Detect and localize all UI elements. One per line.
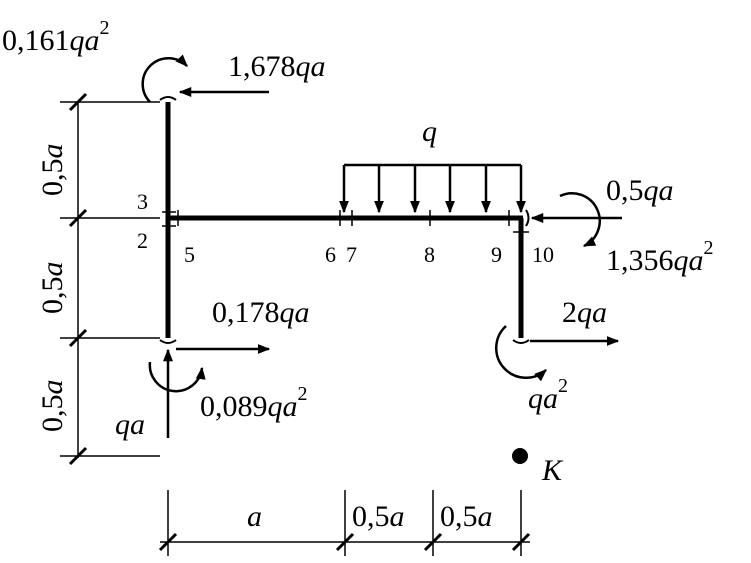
moment-bottom-arrow xyxy=(148,361,206,393)
moment-right-label: 1,356qa2 xyxy=(606,237,714,277)
section-numbers: 3 2 5 6 7 8 9 10 xyxy=(137,189,554,267)
point-k-marker xyxy=(512,448,528,464)
section-5: 5 xyxy=(184,242,195,267)
section-6: 6 xyxy=(325,242,336,267)
section-8: 8 xyxy=(424,242,435,267)
dim-vertical-3: 0,5a xyxy=(36,380,69,433)
moment-right-bottom-arrow xyxy=(495,325,547,382)
section-2: 2 xyxy=(137,228,148,253)
dim-horizontal-1: a xyxy=(247,500,262,533)
force-right-label: 0,5qa xyxy=(606,174,674,207)
right-bottom-cut-end xyxy=(512,339,530,344)
horizontal-dimension xyxy=(158,490,531,556)
top-cut-end xyxy=(159,96,177,101)
moment-top-label: 0,161qa2 xyxy=(2,17,110,57)
force-right-bottom-label: 2qa xyxy=(562,296,607,329)
section-ticks xyxy=(162,210,529,233)
dist-load-label: q xyxy=(422,115,437,148)
force-bottom-h-label: 0,178qa xyxy=(212,296,310,329)
section-7: 7 xyxy=(346,242,357,267)
bottom-cut-end xyxy=(159,339,177,344)
force-top-label: 1,678qa xyxy=(228,50,326,83)
dim-horizontal-2: 0,5a xyxy=(352,500,405,533)
section-10: 10 xyxy=(532,242,554,267)
moment-right-bottom-label: qa2 xyxy=(528,375,568,415)
dim-horizontal-3: 0,5a xyxy=(440,500,493,533)
section-9: 9 xyxy=(491,242,502,267)
dim-vertical-2: 0,5a xyxy=(36,262,69,315)
point-k-label: K xyxy=(541,454,564,487)
frame-structure xyxy=(159,96,530,344)
right-cut-end xyxy=(525,209,530,227)
moment-bottom-label: 0,089qa2 xyxy=(200,383,308,423)
force-bottom-v-label: qa xyxy=(115,408,145,441)
moment-right-arrow xyxy=(559,192,601,248)
vertical-dimension xyxy=(60,92,160,466)
section-3: 3 xyxy=(137,189,148,214)
distributed-load xyxy=(339,163,526,214)
moment-top-arrow xyxy=(141,54,188,103)
dim-vertical-1: 0,5a xyxy=(36,144,69,197)
